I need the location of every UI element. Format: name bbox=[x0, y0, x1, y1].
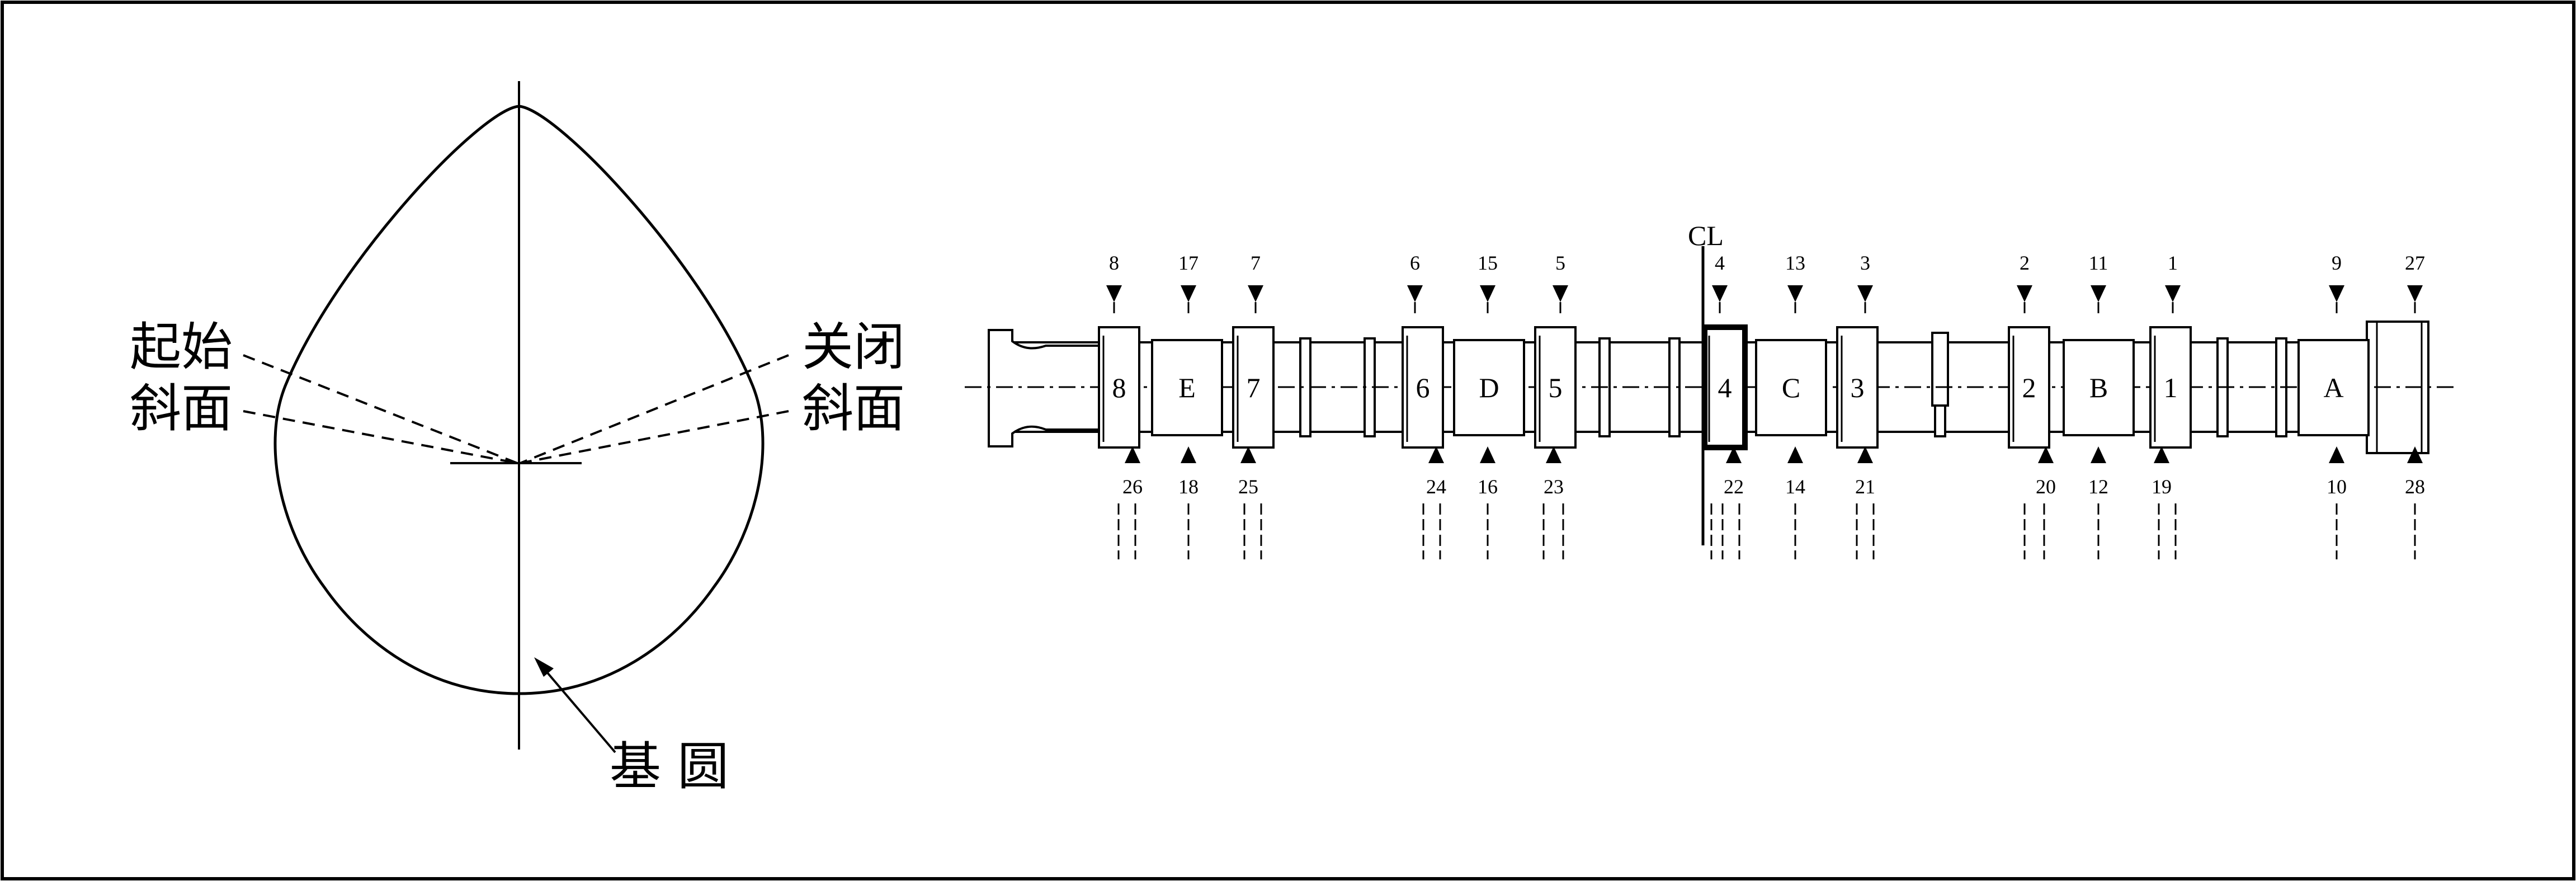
journal bbox=[2297, 339, 2370, 436]
bottom-marker-arrow bbox=[1240, 446, 1256, 463]
bottom-marker-label: 18 bbox=[1178, 475, 1199, 498]
cam-lobe-label: 7 bbox=[1247, 372, 1261, 403]
bottom-marker-arrow bbox=[2407, 446, 2423, 463]
cam-lobe bbox=[1402, 326, 1444, 449]
top-marker-arrow bbox=[1480, 285, 1495, 302]
journal bbox=[2063, 339, 2135, 436]
top-marker-label: 3 bbox=[1860, 252, 1870, 274]
bottom-marker-label: 20 bbox=[2036, 475, 2056, 498]
top-marker-label: 2 bbox=[2020, 252, 2030, 274]
bottom-marker-arrow bbox=[2038, 446, 2054, 463]
base-circle-arrowhead bbox=[534, 657, 554, 677]
bottom-marker-label: 28 bbox=[2405, 475, 2425, 498]
cam-lobe-label: 4 bbox=[1718, 372, 1732, 403]
top-marker-arrow bbox=[1787, 285, 1803, 302]
cam-lobe-label: 2 bbox=[2022, 372, 2036, 403]
cam-lobe bbox=[1836, 326, 1879, 449]
bottom-marker-arrow bbox=[2091, 446, 2106, 463]
base-circle-label: 基 圆 bbox=[610, 737, 729, 797]
journal-label: D bbox=[1479, 372, 1499, 403]
top-marker-arrow bbox=[1248, 285, 1263, 302]
top-marker-arrow bbox=[1106, 285, 1122, 302]
bottom-marker-arrow bbox=[2154, 446, 2169, 463]
top-marker-label: 13 bbox=[1785, 252, 1805, 274]
top-marker-label: 9 bbox=[2332, 252, 2342, 274]
top-marker-label: 8 bbox=[1109, 252, 1119, 274]
journal bbox=[1755, 339, 1827, 436]
top-marker-arrow bbox=[1181, 285, 1196, 302]
bottom-marker-label: 22 bbox=[1724, 475, 1744, 498]
journal-label: C bbox=[1782, 372, 1800, 403]
bottom-marker-arrow bbox=[1181, 446, 1196, 463]
cam-lobe-label: 5 bbox=[1549, 372, 1563, 403]
bottom-marker-label: 10 bbox=[2327, 475, 2347, 498]
ramp-dashed-lines bbox=[243, 354, 789, 464]
top-marker-label: 27 bbox=[2405, 252, 2425, 274]
top-marker-label: 4 bbox=[1715, 252, 1725, 274]
opening-ramp-label-1: 起始 bbox=[130, 317, 233, 377]
bottom-marker-label: 12 bbox=[2088, 475, 2108, 498]
bottom-marker-arrow bbox=[1546, 446, 1561, 463]
left-flange bbox=[988, 329, 1100, 447]
top-marker-label: 1 bbox=[2168, 252, 2178, 274]
top-marker-label: 11 bbox=[2089, 252, 2108, 274]
journal-label: B bbox=[2089, 372, 2108, 403]
shaft-key bbox=[1931, 332, 1949, 407]
bottom-marker-label: 16 bbox=[1478, 475, 1498, 498]
cam-lobe bbox=[1098, 326, 1140, 449]
cam-lobe-label: 3 bbox=[1851, 372, 1865, 403]
bottom-marker-label: 25 bbox=[1238, 475, 1258, 498]
top-marker-arrow bbox=[2165, 285, 2181, 302]
center-mark-label: CL bbox=[1688, 220, 1724, 251]
cam-lobe bbox=[1534, 326, 1577, 449]
top-marker-arrow bbox=[1553, 285, 1568, 302]
closing-ramp-label-1: 关闭 bbox=[802, 317, 905, 377]
top-marker-arrow bbox=[2091, 285, 2106, 302]
cam-lobe bbox=[2149, 326, 2192, 449]
top-marker-label: 7 bbox=[1251, 252, 1261, 274]
top-marker-label: 5 bbox=[1555, 252, 1565, 274]
bottom-marker-label: 23 bbox=[1544, 475, 1564, 498]
opening-ramp-label-2: 斜面 bbox=[130, 379, 233, 439]
top-marker-arrow bbox=[1857, 285, 1873, 302]
bottom-marker-arrow bbox=[1726, 446, 1742, 463]
bottom-marker-arrow bbox=[1480, 446, 1495, 463]
journal-label: A bbox=[2323, 372, 2343, 403]
closing-ramp-label-2: 斜面 bbox=[802, 379, 905, 439]
bottom-marker-label: 19 bbox=[2152, 475, 2172, 498]
cam-lobe-label: 1 bbox=[2164, 372, 2178, 403]
top-marker-label: 17 bbox=[1178, 252, 1199, 274]
journal bbox=[1151, 339, 1223, 436]
bottom-marker-arrow bbox=[1787, 446, 1803, 463]
bottom-marker-label: 14 bbox=[1785, 475, 1805, 498]
bottom-marker-arrow bbox=[2329, 446, 2344, 463]
bottom-marker-label: 21 bbox=[1855, 475, 1875, 498]
top-marker-arrow bbox=[2017, 285, 2032, 302]
top-marker-arrow bbox=[1407, 285, 1423, 302]
top-marker-arrow bbox=[1712, 285, 1728, 302]
top-marker-label: 15 bbox=[1478, 252, 1498, 274]
bottom-marker-arrow bbox=[1857, 446, 1873, 463]
bottom-marker-label: 26 bbox=[1122, 475, 1143, 498]
cam-lobe-label: 6 bbox=[1416, 372, 1430, 403]
cam-lobe bbox=[1232, 326, 1275, 449]
top-marker-arrow bbox=[2407, 285, 2423, 302]
bottom-marker-arrow bbox=[1428, 446, 1444, 463]
cam-lobe bbox=[2008, 326, 2050, 449]
journal-label: E bbox=[1178, 372, 1196, 403]
bottom-marker-arrow bbox=[1125, 446, 1140, 463]
top-marker-arrow bbox=[2329, 285, 2344, 302]
journal bbox=[1453, 339, 1525, 436]
base-circle-leader bbox=[540, 665, 616, 753]
bottom-marker-label: 24 bbox=[1426, 475, 1446, 498]
cam-lobe bbox=[1702, 324, 1748, 450]
cam-profile: 起始 斜面 关闭 斜面 基 圆 bbox=[130, 81, 905, 797]
top-marker-label: 6 bbox=[1410, 252, 1420, 274]
cam-lobe-label: 8 bbox=[1112, 372, 1126, 403]
